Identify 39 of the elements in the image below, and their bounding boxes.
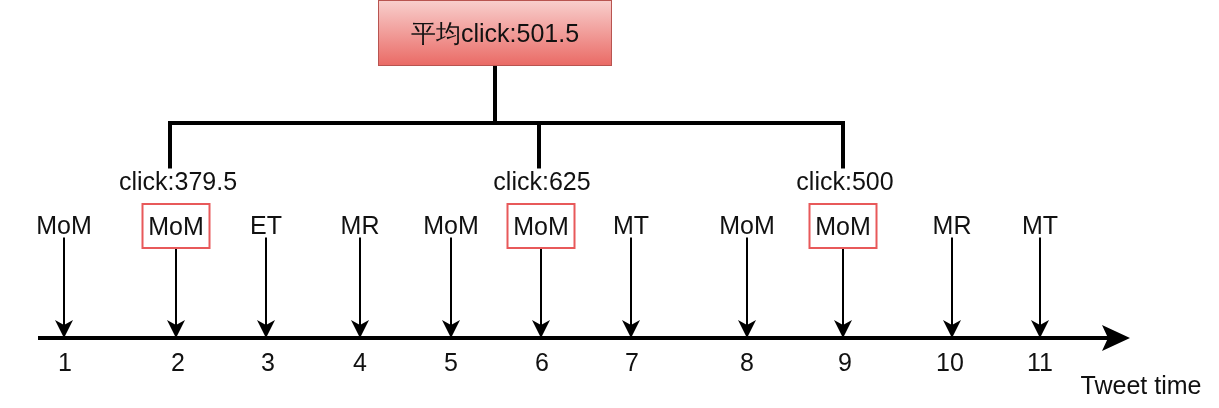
axis-title: Tweet time: [1080, 372, 1202, 398]
tick-label: 11: [1027, 349, 1053, 375]
arrow: [943, 236, 961, 338]
tick-label: 3: [261, 349, 275, 375]
value-label: click:625: [493, 168, 591, 194]
arrow: [442, 236, 460, 338]
event-label: MT: [612, 212, 650, 238]
tick-label: 6: [535, 349, 549, 375]
highlight-box: MoM: [141, 203, 211, 249]
arrow: [738, 236, 756, 338]
event-label: MoM: [36, 212, 92, 238]
value-label: click:379.5: [118, 168, 238, 194]
arrow: [532, 248, 550, 338]
highlight-box: MoM: [808, 203, 878, 249]
tick-label: 5: [444, 349, 458, 375]
event-label: MoM: [719, 212, 775, 238]
arrow: [1031, 236, 1049, 338]
highlight-box: MoM: [506, 203, 576, 249]
value-box: 平均click:501.5: [378, 0, 612, 66]
arrow: [55, 236, 73, 338]
event-label: MT: [1021, 212, 1059, 238]
tick-label: 1: [58, 349, 72, 375]
tick-label: 10: [936, 349, 964, 375]
arrow: [622, 236, 640, 338]
event-label: MoM: [423, 212, 479, 238]
arrow: [167, 248, 185, 338]
event-label: ET: [250, 212, 282, 238]
tick-label: 4: [353, 349, 367, 375]
event-label: MR: [340, 212, 380, 238]
event-label: MR: [932, 212, 972, 238]
arrow: [351, 236, 369, 338]
value-label: click:500: [796, 168, 894, 194]
tick-label: 7: [625, 349, 639, 375]
tick-label: 9: [838, 349, 852, 375]
tick-label: 8: [740, 349, 754, 375]
connector-line: [495, 121, 539, 125]
arrow: [257, 236, 275, 338]
arrow: [834, 248, 852, 338]
tick-label: 2: [171, 349, 185, 375]
